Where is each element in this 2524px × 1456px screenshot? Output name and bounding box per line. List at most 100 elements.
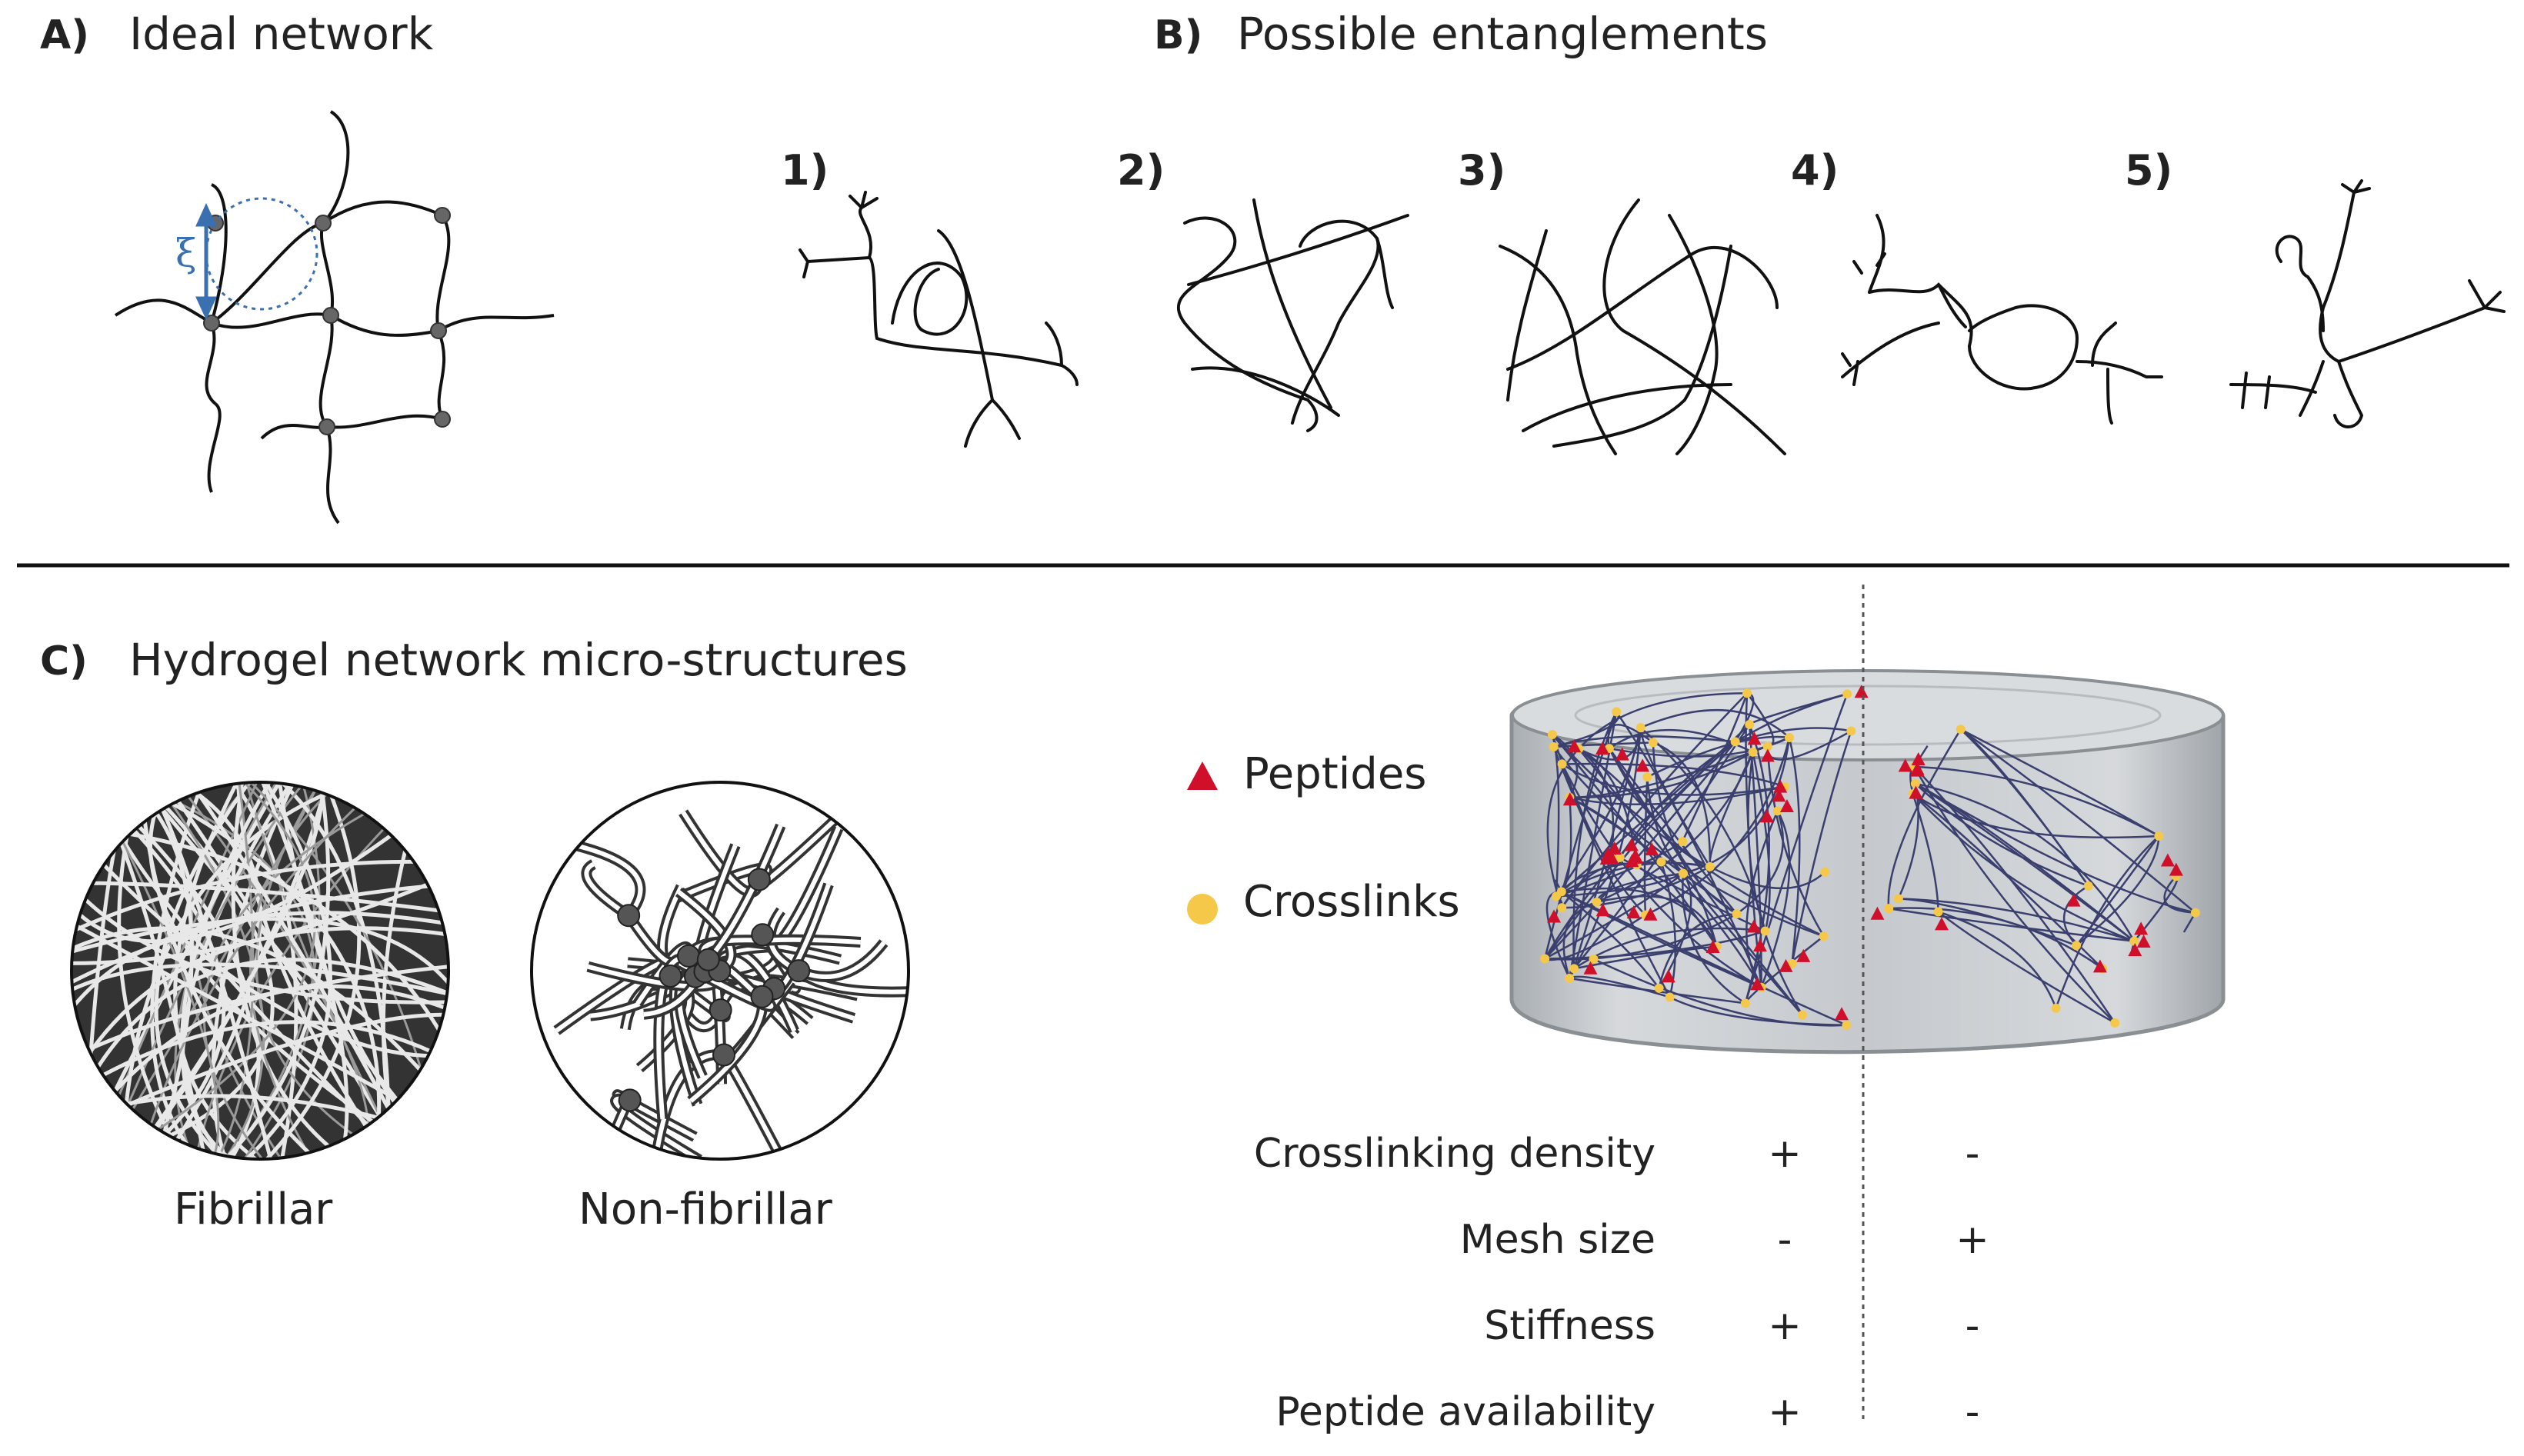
- gel-peptide: [1547, 909, 1562, 923]
- gel-crosslink: [1772, 806, 1782, 816]
- gel-polymer-chain: [1643, 777, 1649, 915]
- gel-crosslink: [1910, 778, 1920, 788]
- gel-polymer-chain: [2055, 835, 2160, 1009]
- property-stiffness: Stiffness: [1484, 1303, 1655, 1349]
- gel-peptide: [2134, 921, 2149, 935]
- gel-peptide: [2160, 853, 2175, 867]
- fiber-strand: [138, 782, 324, 1159]
- entanglement-5: [2229, 179, 2506, 428]
- fiber-strand: [218, 782, 331, 1159]
- gel-polymer-chain: [1652, 741, 1712, 867]
- gel-crosslink: [1557, 903, 1567, 913]
- gel-polymer-chain: [1596, 751, 1754, 904]
- gel-crosslink: [1589, 955, 1599, 965]
- gel-crosslink: [1933, 907, 1943, 917]
- gel-polymer-chain: [1887, 728, 1962, 909]
- gel-peptide: [2136, 935, 2151, 948]
- property-crosslinking-density: Crosslinking density: [1253, 1131, 1655, 1177]
- panel-c-title: Hydrogel network micro-structures: [129, 634, 908, 686]
- entanglement-4: [1841, 214, 2163, 425]
- fiber-strand: [72, 917, 448, 991]
- gel-polymer-chain: [1578, 692, 1748, 750]
- gel-polymer-chain: [1562, 865, 1711, 909]
- gel-peptide: [1796, 948, 1811, 962]
- gel-peptide: [1746, 919, 1761, 933]
- crosslink-legend-icon: [1187, 894, 1218, 925]
- entanglement-2: [1177, 198, 1409, 432]
- peptide-availability-right-sign: -: [1965, 1389, 1980, 1435]
- fiber-strand: [72, 1012, 448, 1133]
- fiber-strand: [154, 782, 255, 1159]
- gel-polymer-chain: [1766, 746, 1825, 937]
- entanglement-label-5: 5): [2125, 146, 2173, 195]
- gel-crosslink: [1551, 891, 1561, 901]
- polymer-chain-core: [562, 840, 643, 918]
- gel-crosslink: [2129, 936, 2139, 946]
- gel-polymer-chain: [1747, 751, 1803, 1016]
- gel-crosslink: [1665, 992, 1675, 1002]
- mesh-size-circle: [205, 197, 318, 311]
- gel-crosslink: [1730, 737, 1740, 747]
- gel-crosslink: [1740, 998, 1750, 1008]
- gel-crosslink: [1797, 1010, 1807, 1020]
- nonfibrillar-disc: [530, 781, 910, 1161]
- gel-crosslink: [1846, 726, 1856, 736]
- gel-polymer-chain: [1752, 751, 1771, 931]
- gel-peptide: [1759, 809, 1774, 823]
- gel-polymer-chain: [1578, 748, 1718, 948]
- fiber-strand: [88, 782, 275, 1159]
- gel-peptide: [1911, 751, 1926, 765]
- crosslink-node: [712, 1043, 736, 1067]
- gel-peptide: [1607, 841, 1622, 855]
- gel-peptide: [2066, 893, 2081, 907]
- panel-a-letter: A): [40, 12, 90, 58]
- gel-crosslink: [1569, 964, 1579, 974]
- gel-crosslink: [1612, 707, 1622, 717]
- gel-peptide: [1595, 903, 1610, 917]
- gel-polymer-chain: [1658, 872, 1692, 989]
- gel-peptide: [1773, 779, 1788, 793]
- fiber-strand: [72, 958, 448, 1122]
- gel-crosslink: [1842, 1020, 1852, 1030]
- gel-peptide: [1629, 850, 1644, 864]
- gel-peptide: [1583, 961, 1598, 975]
- gel-polymer-chain: [1960, 728, 2160, 837]
- crosslink-node: [617, 904, 641, 928]
- gel-polymer-chain: [1937, 911, 2116, 1024]
- legend-peptides-label: Peptides: [1243, 749, 1427, 799]
- entanglement-label-1: 1): [781, 146, 829, 195]
- gel-polymer-chain: [1791, 731, 1852, 965]
- gel-peptide: [1595, 741, 1609, 755]
- gel-polymer-chain: [1760, 810, 1791, 988]
- gel-polymer-chain: [1555, 861, 1710, 898]
- fibrillar-disc: [70, 781, 450, 1161]
- gel-crosslink: [1732, 909, 1742, 919]
- gel-peptide: [1910, 763, 1925, 777]
- stiffness-left-sign: +: [1768, 1303, 1802, 1349]
- gel-peptide: [2092, 959, 2107, 973]
- gel-peptide: [1635, 758, 1650, 772]
- gel-polymer-chain: [1912, 793, 2135, 942]
- gel-crosslink: [1748, 747, 1758, 757]
- gel-polymer-chain: [1544, 741, 1736, 960]
- gel-polymer-chain: [1551, 734, 1825, 938]
- gel-crosslink: [1893, 894, 1903, 904]
- gel-polymer-chain: [1898, 898, 2135, 942]
- gel-polymer-chain: [1912, 793, 2103, 970]
- gel-polymer-chain: [1915, 782, 2136, 942]
- gel-peptide: [1626, 905, 1641, 919]
- gel-crosslink: [1884, 904, 1894, 914]
- gel-crosslink: [1654, 983, 1664, 993]
- crosslink-node: [750, 985, 774, 1008]
- fiber-strand: [72, 785, 448, 944]
- gel-polymer-chain: [1552, 746, 1825, 938]
- polymer-chain-core: [706, 825, 783, 961]
- crosslink-node: [659, 964, 682, 988]
- gel-crosslink: [1678, 868, 1688, 878]
- gel-peptide: [1772, 788, 1786, 802]
- fiber-strand: [238, 782, 332, 1159]
- peptide-legend-icon: [1187, 761, 1218, 790]
- gel-crosslink: [1819, 931, 1829, 941]
- panel-b-title: Possible entanglements: [1237, 8, 1768, 60]
